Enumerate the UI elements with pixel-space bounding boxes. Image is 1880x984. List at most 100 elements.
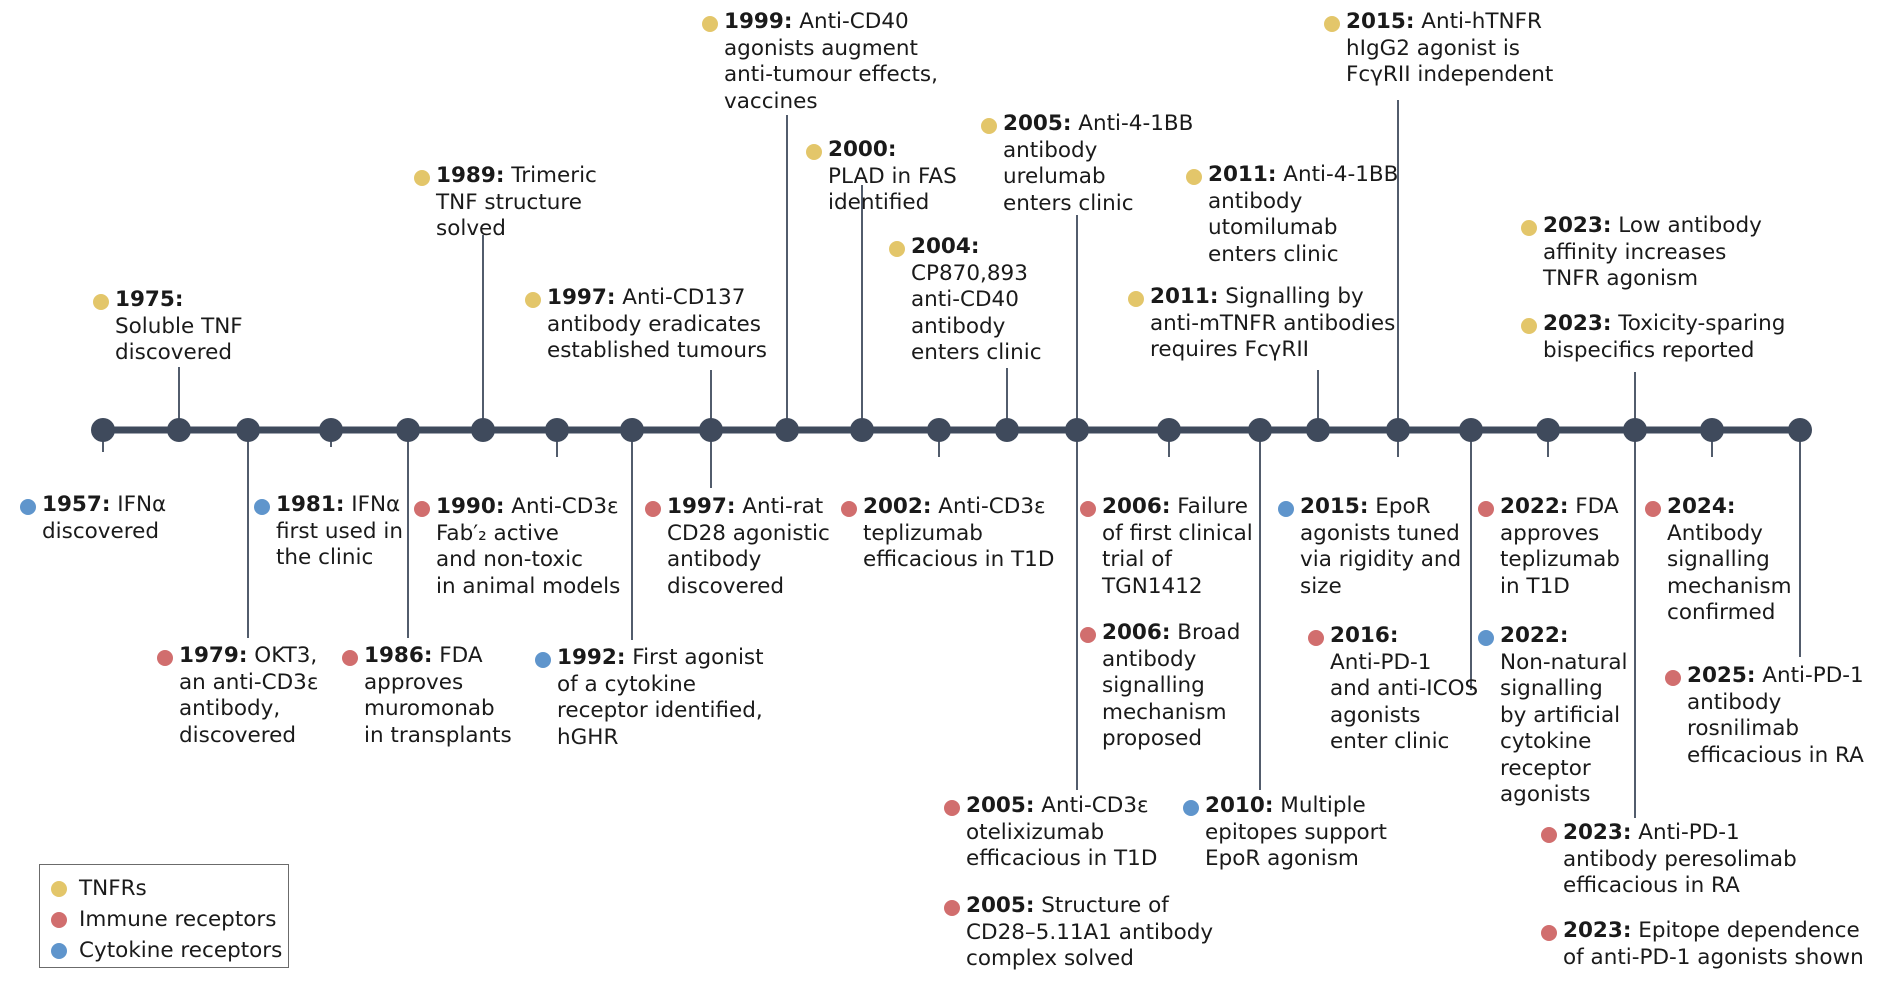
event-text-line: complex solved (966, 946, 1134, 971)
event-text: First agonist (625, 645, 764, 670)
event-text-line: in T1D (1500, 573, 1570, 599)
event-text: Toxicity-sparing (1611, 311, 1786, 336)
event-text-line: 1986: FDA (364, 643, 512, 670)
event-text: Anti-hTNFR (1414, 9, 1542, 34)
legend-item-tnfr: TNFRs (40, 873, 288, 904)
event-text-line: teplizumab (863, 520, 983, 546)
legend: TNFRs Immune receptors Cytokine receptor… (39, 864, 289, 968)
event-text-line: antibody (1003, 137, 1098, 163)
immune-dot-icon (1478, 501, 1494, 517)
event-text: Anti-CD3ε (931, 494, 1046, 519)
timeline-node (396, 418, 420, 442)
event-text-line: teplizumab (1500, 547, 1620, 572)
event-text: Anti-rat (735, 494, 824, 519)
event-year: 2015: (1346, 9, 1415, 34)
event-text-line: enters clinic (1208, 241, 1339, 267)
event-text-line: discovered (42, 518, 159, 544)
event-text-line: efficacious in RA (1563, 873, 1740, 898)
event-text-line: enter clinic (1330, 729, 1450, 754)
event-text: Anti-CD40 (792, 9, 909, 34)
cytokine-dot-icon (535, 652, 551, 668)
immune-dot-icon (1080, 627, 1096, 643)
timeline-node (1065, 418, 1089, 442)
event-text-line: anti-mTNFR antibodies (1150, 310, 1396, 336)
immune-dot-icon (1541, 827, 1557, 843)
timeline-node (699, 418, 723, 442)
event-year: 2011: (1208, 162, 1277, 187)
event-year: 2023: (1563, 820, 1632, 845)
event-text-line: an anti-CD3ε (179, 669, 319, 695)
event-text-line: 2004: (911, 234, 1042, 261)
event-text-line: 2023: Anti-PD-1 (1563, 820, 1797, 847)
event-text-line: 1997: Anti-CD137 (547, 285, 767, 312)
event-text: Anti-CD3ε (504, 494, 619, 519)
tnfr-dot-icon (414, 170, 430, 186)
event-year: 2005: (1003, 111, 1072, 136)
immune-dot-icon (414, 501, 430, 517)
legend-item-cytokine: Cytokine receptors (40, 935, 288, 966)
tnfr-dot-icon (889, 241, 905, 257)
event-text-line: in animal models (436, 573, 621, 599)
event-text-line: agonists augment (724, 35, 918, 61)
event-text-line: signalling (1500, 676, 1603, 701)
tnfr-dot-icon (702, 16, 718, 32)
cytokine-dot-icon (254, 499, 270, 515)
event-text-line: 1990: Anti-CD3ε (436, 494, 620, 521)
event-text-line: 2025: Anti-PD-1 (1687, 663, 1864, 690)
event-year: 1997: (547, 285, 616, 310)
event-text-line: TNF structure (436, 189, 582, 215)
event-text-line: 2006: Broad (1102, 620, 1240, 647)
event-year: 1989: (436, 163, 505, 188)
event-text-line: antibody (667, 547, 762, 572)
event-text-line: CD28–5.11A1 antibody (966, 919, 1214, 945)
event-year: 2010: (1205, 793, 1274, 818)
event-text-line: CD28 agonistic (667, 520, 830, 546)
event-text-line: mechanism (1667, 573, 1792, 599)
event-text-line: in transplants (364, 722, 512, 748)
event-text-line: antibody (911, 313, 1006, 339)
event-text-line: identified (828, 190, 930, 215)
event-text-line: 2022: FDA (1500, 494, 1620, 521)
event-text-line: trial of (1102, 547, 1172, 572)
event-text-line: mechanism (1102, 699, 1227, 725)
event-text-line: 2023: Low antibody (1543, 213, 1762, 240)
event-text: Anti-CD137 (615, 285, 746, 310)
event-text-line: receptor (1500, 755, 1591, 781)
immune-dot-icon (1665, 670, 1681, 686)
event-text: IFNα (110, 492, 167, 517)
event-text-line: agonists (1330, 702, 1421, 728)
event-year: 2004: (911, 234, 980, 259)
event-year: 2024: (1667, 494, 1736, 519)
event-year: 1981: (276, 492, 345, 517)
timeline-node (236, 418, 260, 442)
timeline-node (1157, 418, 1181, 442)
event-text-line: 2022: (1500, 623, 1627, 650)
timeline-node (1536, 418, 1560, 442)
event-text-line: 1997: Anti-rat (667, 494, 830, 521)
immune-dot-icon (944, 800, 960, 816)
event-text-line: 2023: Epitope dependence (1563, 918, 1864, 945)
tnfr-dot-icon (1521, 220, 1537, 236)
event-text-line: discovered (667, 573, 784, 599)
event-text-line: 2023: Toxicity-sparing (1543, 311, 1785, 338)
event-text-line: otelixizumab (966, 819, 1105, 845)
event-year: 2023: (1563, 918, 1632, 943)
immune-dot-icon (157, 650, 173, 666)
event-text: Signalling by (1218, 284, 1364, 309)
event-text-line: antibody (1208, 188, 1303, 214)
event-text-line: 2005: Anti-CD3ε (966, 793, 1157, 820)
event-text-line: proposed (1102, 726, 1203, 751)
event-text-line: epitopes support (1205, 819, 1387, 845)
event-text: Low antibody (1611, 213, 1762, 238)
